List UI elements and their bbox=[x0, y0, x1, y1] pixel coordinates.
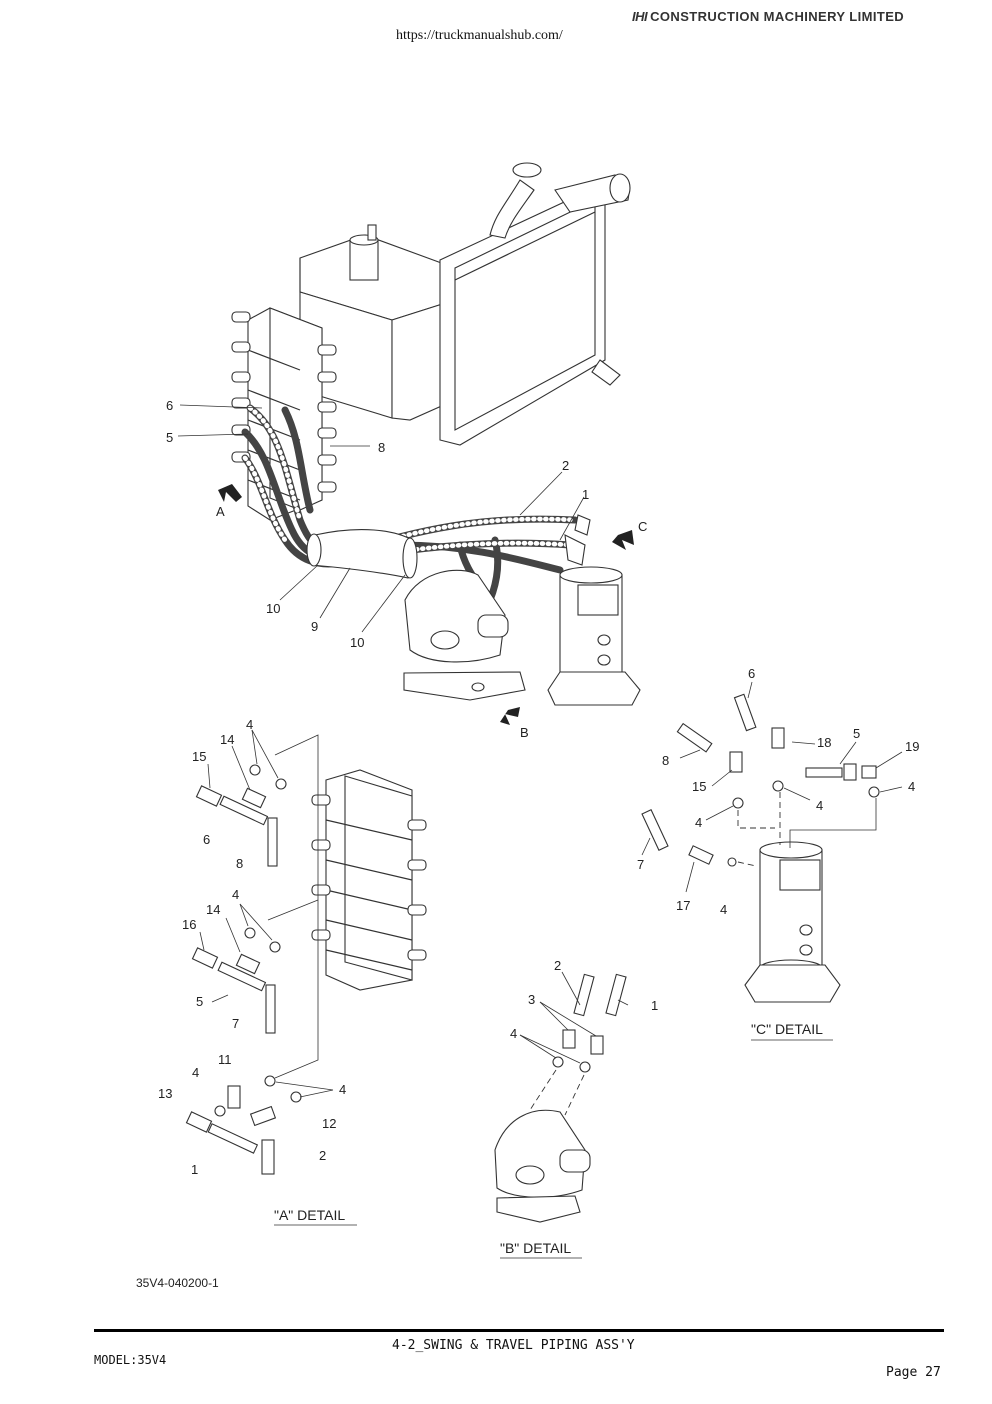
callout-main-a: A bbox=[216, 504, 225, 519]
detail-b-motor bbox=[494, 1109, 591, 1223]
callout-main-c: C bbox=[638, 519, 647, 534]
engine-block bbox=[299, 224, 456, 421]
callout-main-6: 6 bbox=[166, 398, 173, 413]
callout-b-1: 1 bbox=[651, 998, 658, 1013]
callout-a-6: 6 bbox=[203, 832, 210, 847]
detail-a-callouts: 4 14 15 6 8 4 14 16 5 7 11 4 13 4 12 2 1… bbox=[158, 717, 346, 1223]
callout-a-4c: 4 bbox=[192, 1065, 199, 1080]
view-a-arrow bbox=[218, 484, 242, 502]
travel-motor bbox=[403, 569, 526, 701]
detail-b-leaders bbox=[519, 971, 629, 1064]
detail-a-title: "A" DETAIL bbox=[274, 1207, 345, 1223]
callout-a-4d: 4 bbox=[339, 1082, 346, 1097]
callout-b-4: 4 bbox=[510, 1026, 517, 1041]
callout-c-7: 7 bbox=[637, 857, 644, 872]
callout-a-1: 1 bbox=[191, 1162, 198, 1177]
document-number: 35V4-040200-1 bbox=[136, 1276, 219, 1290]
brand-text: CONSTRUCTION MACHINERY LIMITED bbox=[650, 9, 905, 24]
callout-main-10a: 10 bbox=[266, 601, 280, 616]
callout-c-4a: 4 bbox=[908, 779, 915, 794]
main-assembly-view bbox=[177, 162, 641, 725]
callout-c-4c: 4 bbox=[695, 815, 702, 830]
callout-main-2: 2 bbox=[562, 458, 569, 473]
detail-a-orings bbox=[214, 764, 302, 1117]
callout-a-4b: 4 bbox=[232, 887, 239, 902]
detail-c bbox=[641, 681, 903, 1041]
callout-b-3: 3 bbox=[528, 992, 535, 1007]
callout-c-17: 17 bbox=[676, 898, 690, 913]
view-c-arrow bbox=[612, 530, 634, 550]
detail-a-fittings bbox=[185, 785, 278, 1175]
callout-main-1: 1 bbox=[582, 487, 589, 502]
detail-a-leaders bbox=[199, 729, 334, 1098]
swivel-joint bbox=[547, 514, 641, 706]
model-label: MODEL:35V4 bbox=[94, 1353, 167, 1367]
callout-main-b: B bbox=[520, 725, 529, 740]
callout-a-16: 16 bbox=[182, 917, 196, 932]
callout-a-13: 13 bbox=[158, 1086, 172, 1101]
callout-a-14a: 14 bbox=[220, 732, 234, 747]
callout-b-2: 2 bbox=[554, 958, 561, 973]
detail-c-swivel bbox=[744, 841, 841, 1003]
detail-b-title: "B" DETAIL bbox=[500, 1240, 571, 1256]
footer-title: 4-2_SWING & TRAVEL PIPING ASS'Y bbox=[392, 1338, 635, 1353]
callout-a-8: 8 bbox=[236, 856, 243, 871]
detail-c-callouts: 6 8 18 5 19 15 4 4 4 7 17 4 "C" DETAIL bbox=[637, 666, 919, 1037]
view-b-arrow bbox=[500, 707, 520, 725]
callout-main-10b: 10 bbox=[350, 635, 364, 650]
main-callouts: 6 5 8 A 2 1 C 10 9 10 B bbox=[166, 398, 647, 740]
detail-a-valve bbox=[311, 769, 427, 991]
callout-a-5: 5 bbox=[196, 994, 203, 1009]
hose-bundle bbox=[241, 404, 579, 604]
callout-c-5: 5 bbox=[853, 726, 860, 741]
callout-a-11: 11 bbox=[218, 1052, 232, 1067]
callout-a-15: 15 bbox=[192, 749, 206, 764]
detail-b-callouts: 2 1 3 4 "B" DETAIL bbox=[500, 958, 658, 1256]
main-leader-lines bbox=[177, 404, 585, 633]
detail-c-fittings bbox=[641, 693, 880, 867]
detail-c-leaders bbox=[641, 681, 903, 893]
callout-c-15: 15 bbox=[692, 779, 706, 794]
detail-a bbox=[185, 729, 427, 1226]
detail-b bbox=[494, 971, 629, 1259]
callout-main-5: 5 bbox=[166, 430, 173, 445]
detail-a-ref-line bbox=[274, 734, 319, 1079]
callout-c-8: 8 bbox=[662, 753, 669, 768]
page-number: Page 27 bbox=[886, 1365, 941, 1380]
detail-c-title: "C" DETAIL bbox=[751, 1021, 823, 1037]
footer-rule bbox=[94, 1329, 944, 1332]
source-url[interactable]: https://truckmanualshub.com/ bbox=[396, 28, 563, 43]
callout-c-18: 18 bbox=[817, 735, 831, 750]
callout-c-4b: 4 bbox=[816, 798, 823, 813]
detail-b-fittings bbox=[552, 973, 627, 1073]
callout-a-14b: 14 bbox=[206, 902, 220, 917]
callout-c-4d: 4 bbox=[720, 902, 727, 917]
callout-a-7: 7 bbox=[232, 1016, 239, 1031]
callout-a-4a: 4 bbox=[246, 717, 253, 732]
callout-main-8: 8 bbox=[378, 440, 385, 455]
callout-a-12: 12 bbox=[322, 1116, 336, 1131]
radiator bbox=[439, 162, 631, 446]
callout-c-19: 19 bbox=[905, 739, 919, 754]
callout-a-2: 2 bbox=[319, 1148, 326, 1163]
brand-mark: IHI bbox=[632, 9, 648, 24]
callout-c-6: 6 bbox=[748, 666, 755, 681]
callout-main-9: 9 bbox=[311, 619, 318, 634]
